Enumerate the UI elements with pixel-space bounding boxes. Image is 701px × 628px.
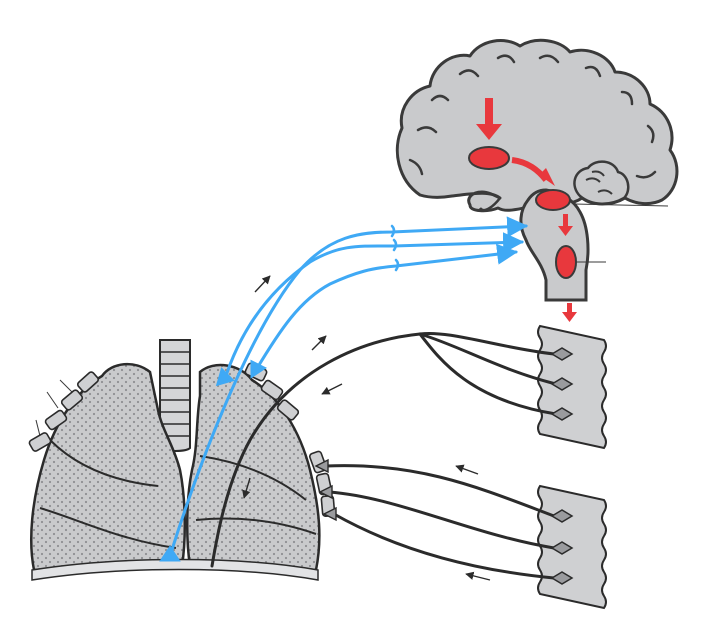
efferent-nerve-fiber (210, 331, 556, 568)
lungs (28, 339, 336, 581)
brain-outline (395, 38, 679, 213)
descending-control-pathway (468, 98, 577, 322)
brain-gyri (408, 54, 657, 179)
red-arrow-shaft (485, 98, 493, 126)
direction-arrows (242, 275, 491, 581)
motor-neuron (550, 347, 574, 361)
red-descending-arrow (558, 226, 573, 236)
leader-lines (35, 203, 669, 437)
rib-segments-left (28, 371, 100, 452)
brainstem-nucleus-lower (555, 245, 577, 279)
red-descending-arrow (476, 124, 502, 140)
motor-neuron (550, 407, 574, 421)
direction-arrow (254, 275, 271, 293)
brainstem-nucleus-upper (468, 146, 510, 170)
direction-arrow (455, 464, 479, 475)
right-lung (185, 363, 321, 572)
diaphragm (31, 558, 319, 581)
efferent-nerve-fiber (324, 464, 556, 518)
brainstem-nucleus-middle (535, 189, 571, 211)
motor-neuron (550, 509, 574, 523)
red-descending-arrow (539, 168, 555, 186)
motor-neuron (550, 541, 574, 555)
cerebellum (573, 160, 630, 205)
red-descending-arrow (562, 312, 577, 322)
afferent-nerve-fiber (222, 232, 525, 384)
motor-neuron (550, 377, 574, 391)
afferent-nerve-fiber (254, 243, 519, 372)
direction-arrow (465, 571, 491, 581)
afferent-nerve-fiber (168, 216, 529, 558)
spinal-cord-segment-upper (537, 324, 607, 450)
direction-arrow (321, 383, 343, 395)
motor-neuron (550, 571, 574, 585)
afferent-nerve-fibers (159, 216, 529, 562)
direction-arrow (311, 335, 327, 351)
efferent-nerve-fibers (210, 331, 574, 585)
direction-arrow (242, 477, 251, 499)
